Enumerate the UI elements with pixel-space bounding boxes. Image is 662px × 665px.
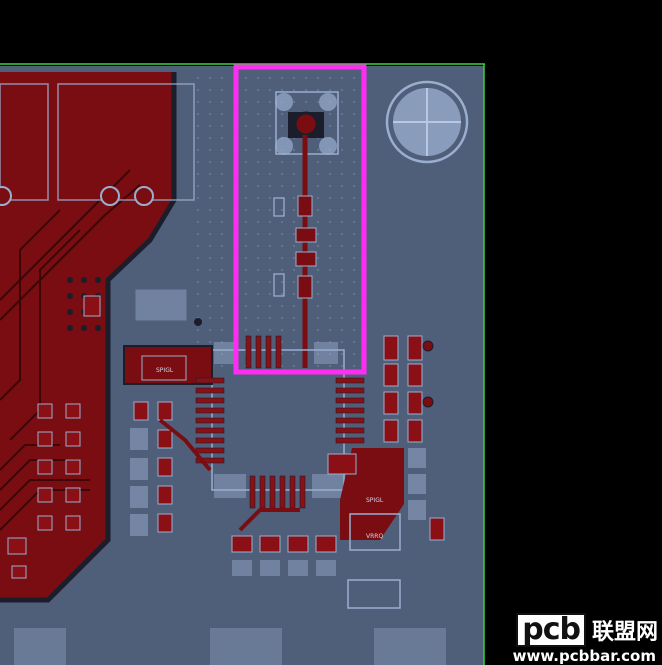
bottom-components	[14, 508, 446, 665]
watermark: pcb 联盟网	[516, 613, 658, 647]
rf-connector	[275, 91, 339, 155]
vias-left	[0, 186, 154, 206]
passive-column-right	[327, 335, 445, 551]
highlight-box[interactable]	[233, 64, 367, 375]
silkscreen-component	[135, 289, 187, 321]
ic-package	[123, 335, 365, 509]
component-pad	[83, 295, 101, 317]
rf-silk-pads	[273, 197, 285, 297]
watermark-url: www.pcbbar.com	[512, 647, 656, 665]
watermark-logo: pcb	[516, 613, 586, 647]
silkscreen-boxes-left	[0, 83, 195, 201]
silk-label-3: VRRQ	[366, 533, 383, 540]
board-stitch-area	[196, 70, 372, 370]
copper-traces-left	[0, 169, 141, 531]
ic-pad-pairs	[214, 342, 344, 498]
silk-label-2: SPIGL	[366, 497, 384, 504]
watermark-name: 联盟网	[591, 620, 658, 645]
rf-components	[295, 195, 317, 299]
silk-label-1: SPIGL	[156, 367, 174, 374]
passive-column-left	[130, 401, 212, 536]
mounting-hole	[385, 80, 469, 164]
pads-left-column	[7, 403, 81, 579]
